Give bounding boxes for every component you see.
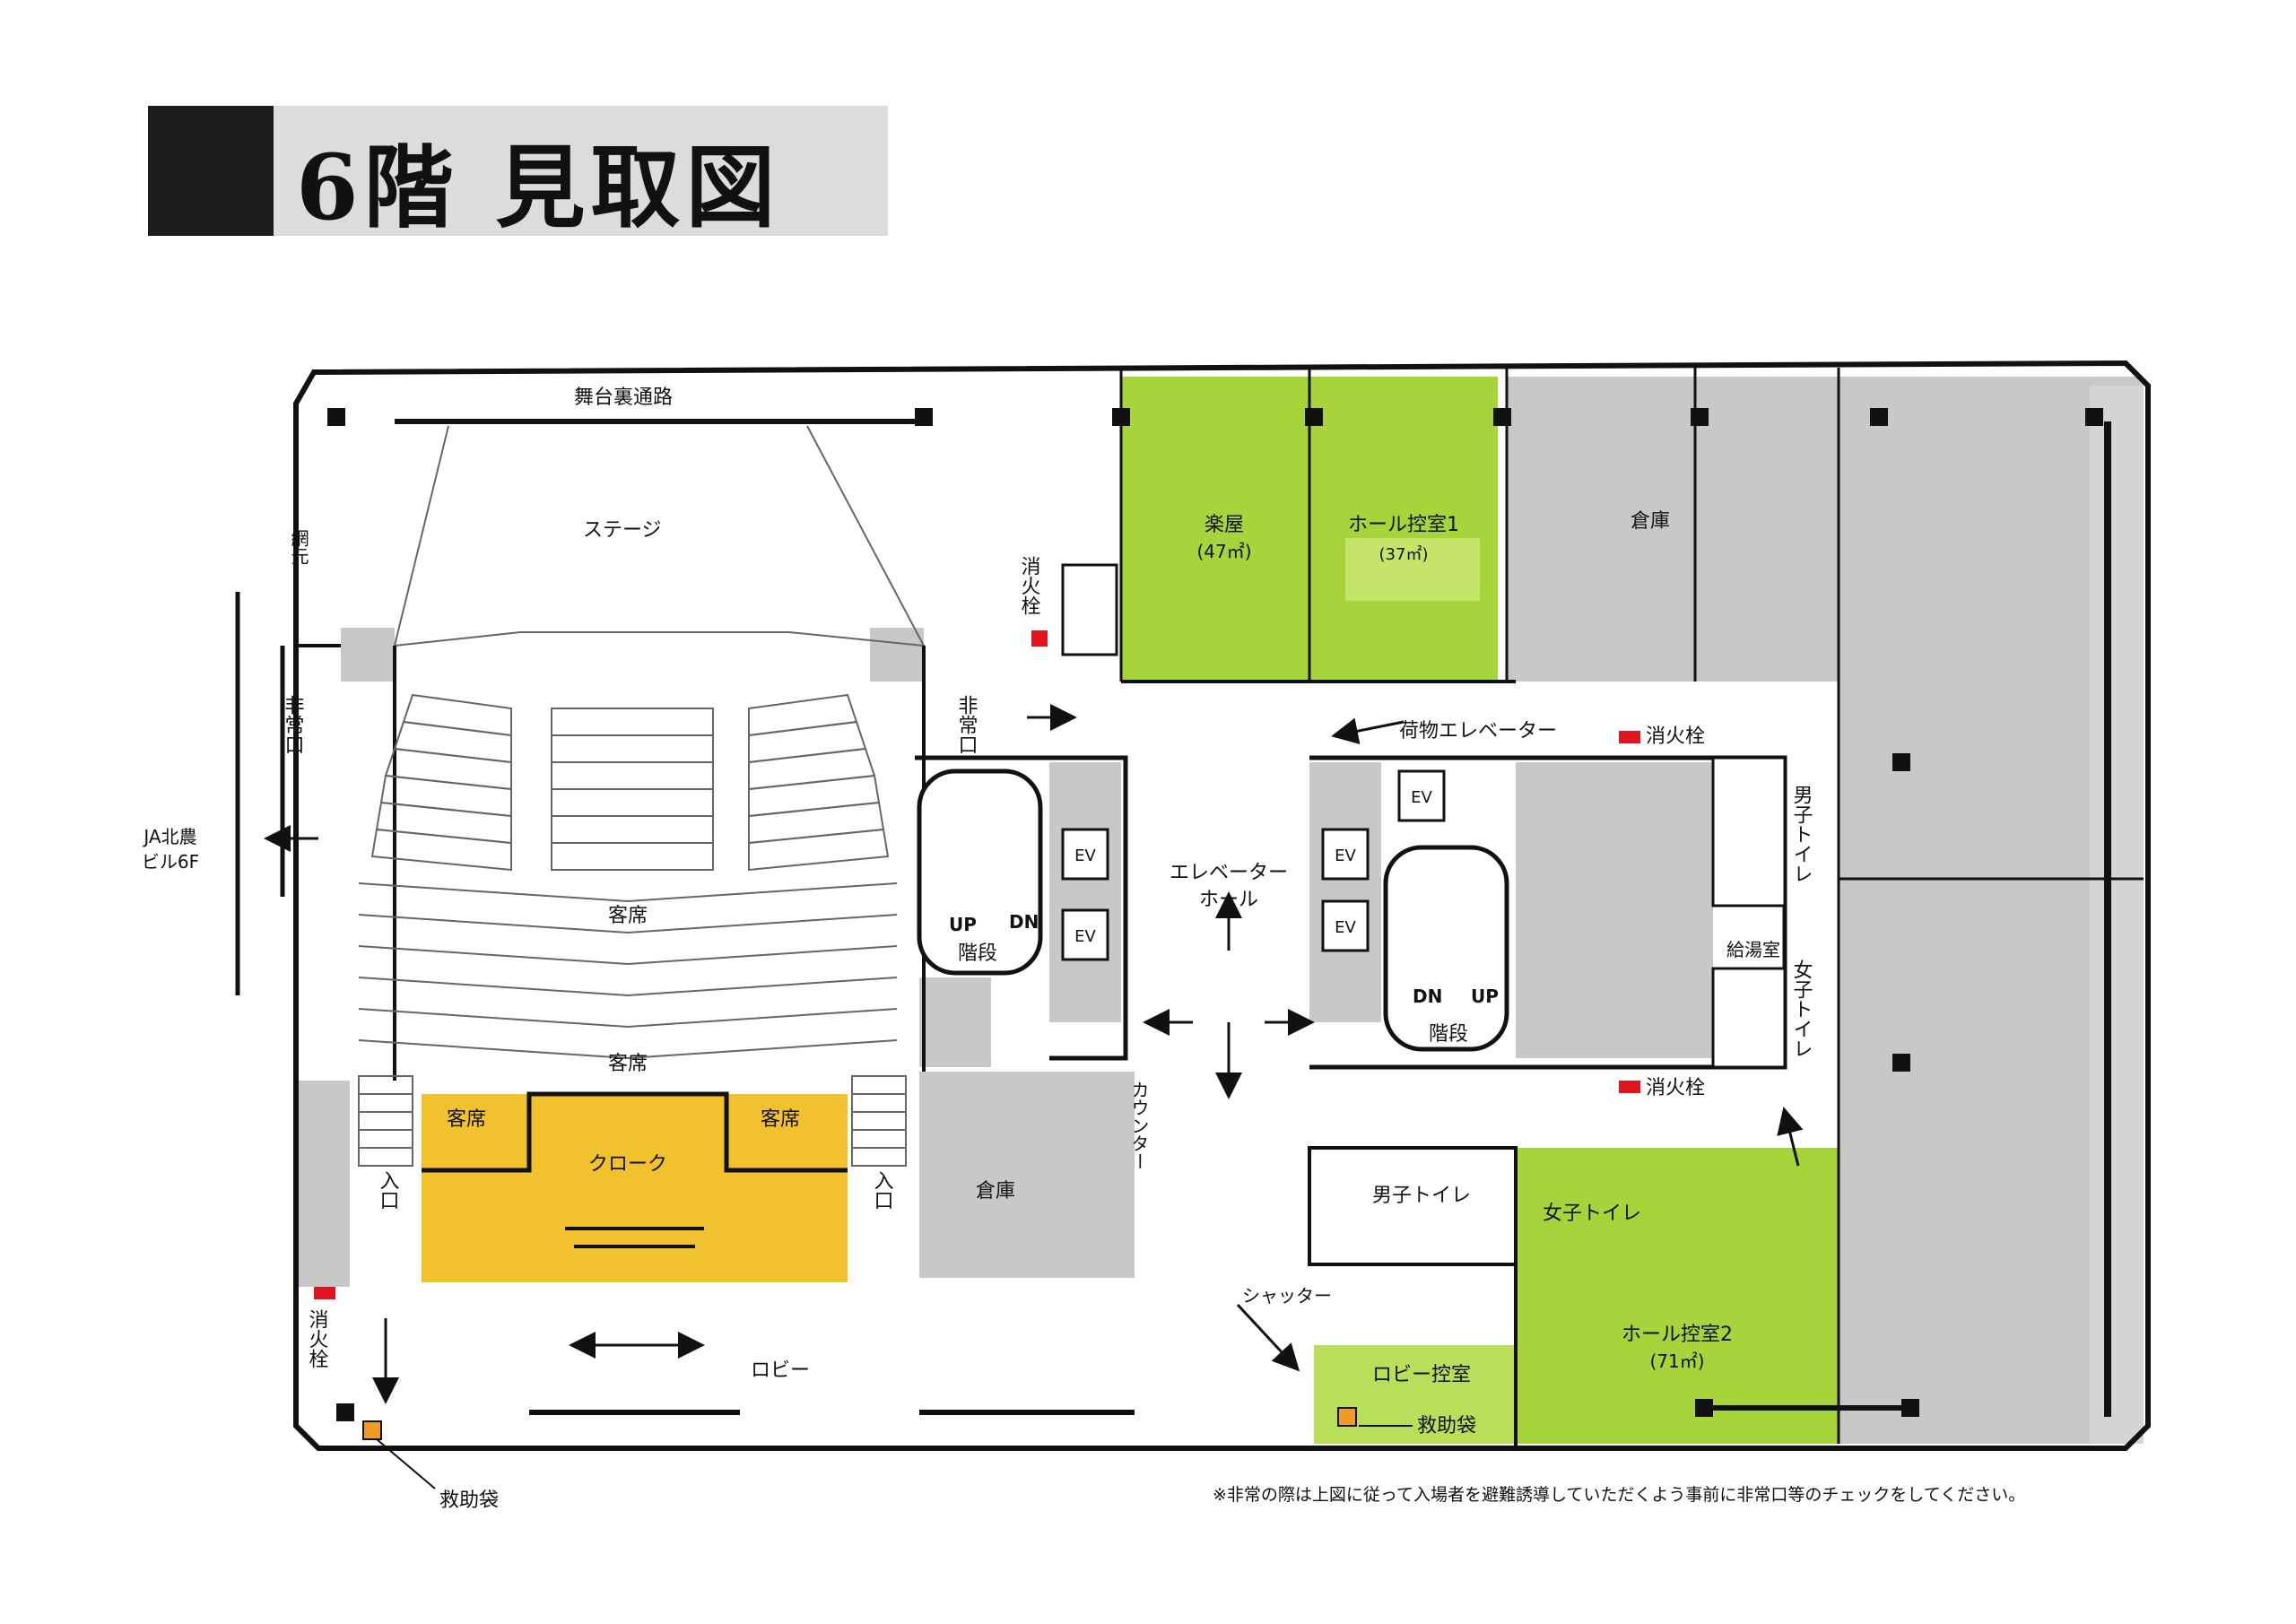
seating-rows xyxy=(358,882,898,1060)
cloak-outline xyxy=(422,1091,848,1173)
label-rescue-bag-right: 救助袋 xyxy=(1417,1415,1476,1437)
label-ami: 網元 xyxy=(288,529,309,565)
ev-core-right xyxy=(1309,762,1381,1022)
label-hydrant-lower: 消火栓 xyxy=(1646,1077,1705,1099)
label-hall-room2-area: (71㎡) xyxy=(1649,1350,1704,1372)
label-seats-lower: 客席 xyxy=(608,1053,648,1075)
label-rescue-bag-left: 救助袋 xyxy=(439,1489,499,1512)
label-counter: カウンター xyxy=(1128,1081,1150,1170)
stairs-left xyxy=(358,1075,413,1167)
stairwell-left xyxy=(917,769,1043,976)
label-stage-passage: 舞台裏通路 xyxy=(574,386,673,409)
cloak-room xyxy=(422,1094,848,1282)
core-gray xyxy=(1516,762,1713,1058)
label-kitchenette: 給湯室 xyxy=(1726,939,1780,960)
outer-wall xyxy=(293,360,2151,1451)
label-shutter: シャッター xyxy=(1242,1285,1332,1307)
label-mens-toilet-upper: 男子トイレ xyxy=(1790,785,1813,883)
label-emergency-exit-left: 非常口 xyxy=(282,695,304,754)
stairwell-right xyxy=(1383,845,1509,1052)
east-block xyxy=(1695,377,2144,682)
label-stairs-right: 階段 xyxy=(1429,1023,1468,1046)
label-seats-left: 客席 xyxy=(447,1108,486,1131)
stairs-right xyxy=(851,1075,907,1167)
label-ja-building-floor: ビル6F xyxy=(142,851,199,873)
left-column-gray xyxy=(296,1081,350,1287)
hall-room1-highlight xyxy=(1345,538,1480,601)
label-ja-building: JA北農 xyxy=(142,826,196,847)
label-hall-room1: ホール控室1 xyxy=(1348,514,1459,536)
label-emergency-exit-right: 非常口 xyxy=(955,695,978,754)
label-dn-right: DN xyxy=(1413,986,1442,1007)
hall-room2 xyxy=(1516,1148,1892,1444)
label-up-left: UP xyxy=(949,914,977,935)
footnote: ※非常の際は上図に従って入場者を避難誘導していただくよう事前に非常口等のチェック… xyxy=(1213,1485,2026,1505)
seating-center xyxy=(551,708,714,871)
label-hall-room2: ホール控室2 xyxy=(1622,1324,1733,1346)
label-hydrant-left: 消火栓 xyxy=(306,1309,329,1368)
ev-boxes xyxy=(1061,769,1446,961)
dressing-room xyxy=(1121,377,1309,682)
seating-right xyxy=(748,693,890,872)
label-ev-2: EV xyxy=(1074,927,1096,946)
storage-mid xyxy=(919,1072,1135,1278)
label-lobby: ロビー xyxy=(751,1359,810,1382)
storage-top xyxy=(1507,377,1695,682)
title-block xyxy=(148,106,274,236)
right-column-gray xyxy=(2090,386,2144,1444)
columns xyxy=(327,408,2103,1421)
label-seats: 客席 xyxy=(608,905,648,927)
small-restroom xyxy=(1061,563,1118,656)
hall-room1 xyxy=(1309,377,1498,682)
ja-building-wall xyxy=(235,592,285,995)
label-up-right: UP xyxy=(1471,986,1499,1007)
womens-toilet-upper xyxy=(1711,967,1787,1069)
label-womens-toilet-upper: 女子トイレ xyxy=(1790,960,1813,1058)
flow-arrows xyxy=(264,704,1804,1404)
label-hydrant-freight: 消火栓 xyxy=(1646,725,1705,748)
label-storage-top: 倉庫 xyxy=(1631,510,1670,533)
label-cloak: クローク xyxy=(588,1153,667,1176)
lobby-room xyxy=(1314,1345,1516,1444)
seating-left xyxy=(370,693,512,872)
label-ev-4: EV xyxy=(1335,918,1356,937)
lobby-rails xyxy=(529,1405,1910,1415)
label-ev-5: EV xyxy=(1411,788,1432,807)
label-entrance-right: 入口 xyxy=(871,1170,894,1210)
hydrant-markers xyxy=(314,630,1640,1299)
label-dn-left: DN xyxy=(1009,911,1039,933)
rescue-bag-markers xyxy=(362,1407,1357,1440)
label-hall-room1-area: (37㎡) xyxy=(1379,544,1429,564)
stage-outline xyxy=(393,425,926,647)
label-dressing-room: 楽屋 xyxy=(1205,514,1244,536)
label-womens-toilet-lower: 女子トイレ xyxy=(1543,1203,1641,1225)
page-title: 6階 見取図 xyxy=(296,135,781,240)
label-elevator-hall: エレベーター xyxy=(1170,862,1288,884)
label-freight-elevator: 荷物エレベーター xyxy=(1399,720,1557,743)
stair-gray-left xyxy=(919,977,991,1067)
label-elevator-hall-2: ホール xyxy=(1199,889,1258,911)
label-mens-toilet-lower: 男子トイレ xyxy=(1372,1185,1471,1207)
label-lobby-room: ロビー控室 xyxy=(1372,1364,1471,1386)
label-entrance-left: 入口 xyxy=(377,1170,400,1210)
label-seats-right: 客席 xyxy=(761,1108,800,1131)
ev-core-left xyxy=(1049,762,1121,1022)
mens-toilet-upper xyxy=(1711,756,1787,908)
label-stage: ステージ xyxy=(583,519,662,542)
label-dressing-room-area: (47㎡) xyxy=(1196,541,1251,562)
label-stairs-left: 階段 xyxy=(958,942,997,965)
label-ev-1: EV xyxy=(1074,847,1096,865)
label-storage-mid: 倉庫 xyxy=(976,1180,1015,1203)
label-ev-3: EV xyxy=(1335,847,1356,865)
stage-side-right xyxy=(870,628,924,682)
stage-side-left xyxy=(341,628,395,682)
label-hydrant-top: 消火栓 xyxy=(1018,556,1041,615)
